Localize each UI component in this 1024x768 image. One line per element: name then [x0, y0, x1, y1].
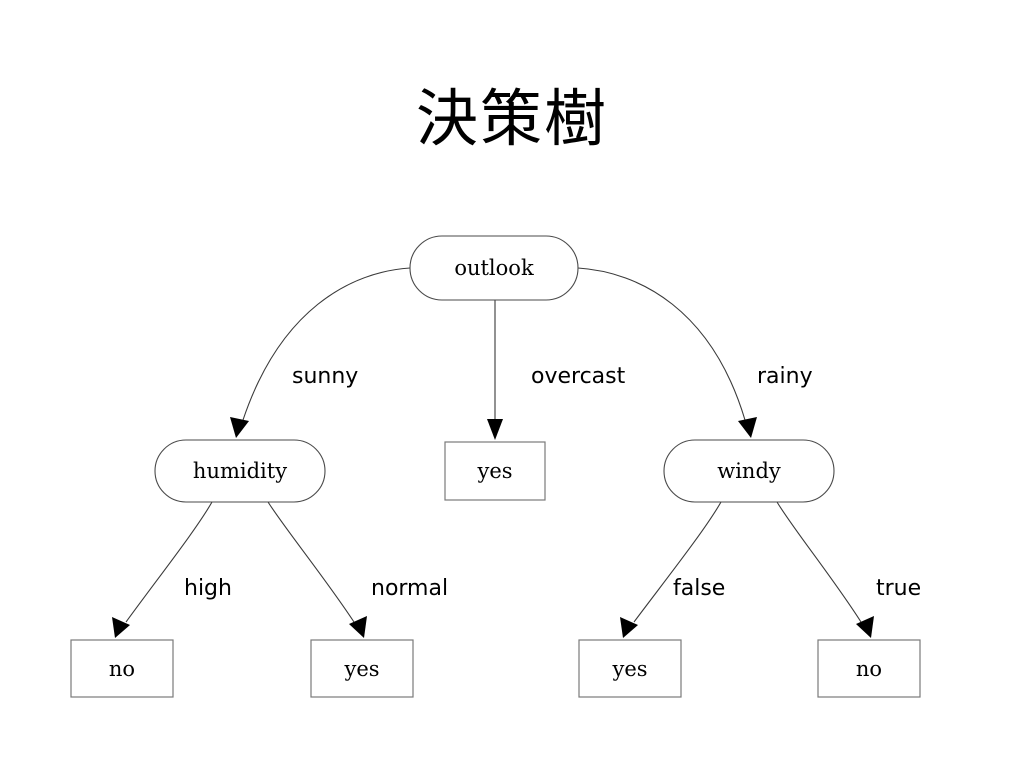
node-no-high[interactable]	[70, 639, 174, 698]
node-windy[interactable]	[663, 439, 835, 503]
edge-overcast	[487, 300, 503, 440]
edge-true	[776, 501, 874, 638]
node-no-true[interactable]	[817, 639, 921, 698]
edge-rainy	[577, 267, 757, 438]
edge-false	[620, 501, 722, 638]
node-humidity[interactable]	[154, 439, 326, 503]
node-outlook[interactable]	[409, 235, 579, 301]
edge-high	[112, 501, 213, 638]
edge-normal	[267, 501, 367, 638]
node-yes-false[interactable]	[578, 639, 682, 698]
page-title: 決策樹	[415, 82, 608, 155]
edge-sunny	[230, 267, 411, 438]
node-yes-normal[interactable]	[310, 639, 414, 698]
node-yes-overcast[interactable]	[444, 441, 546, 501]
